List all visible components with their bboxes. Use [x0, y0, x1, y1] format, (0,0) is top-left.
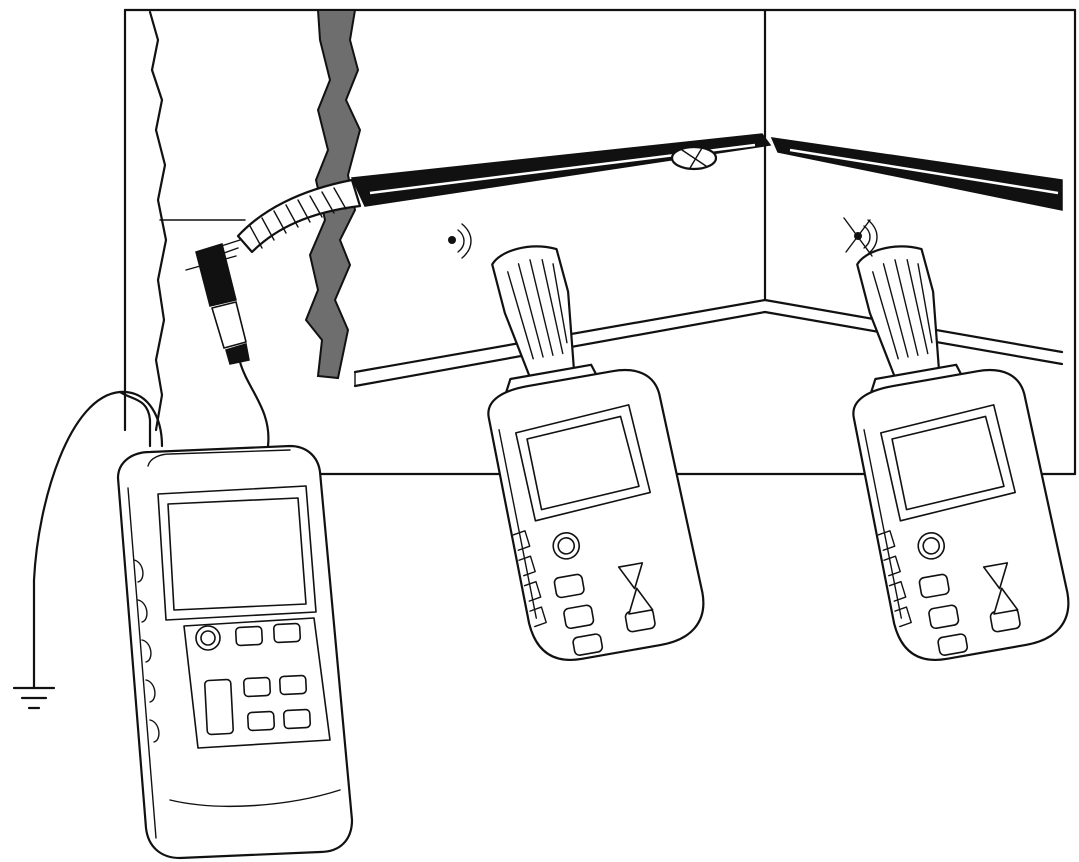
corrugated-conduit [236, 178, 362, 254]
baseboard-top [353, 298, 1064, 374]
transmitter-button-4[interactable] [278, 674, 308, 696]
alligator-clip [195, 243, 237, 307]
transmitter-button-3[interactable] [242, 676, 272, 698]
clip-boot [211, 301, 247, 349]
transmitter-screen [167, 497, 307, 611]
cable-fault-crack [681, 147, 707, 169]
transmitter-unit [116, 444, 354, 860]
signal-waves-icon [448, 223, 472, 259]
plaster-edge [148, 10, 168, 432]
transmitter-large-button[interactable] [204, 678, 234, 736]
receiver-unit-2 [824, 226, 1077, 669]
transmitter-grips [133, 559, 160, 743]
transmitter-button-6[interactable] [282, 708, 312, 730]
ground-lead [32, 390, 164, 690]
test-leads [32, 360, 270, 690]
ground-symbol-icon [12, 686, 56, 710]
room-walls [123, 8, 1077, 476]
transmitter-button-2[interactable] [272, 622, 302, 644]
lead-to-clip [238, 360, 270, 448]
transmitter-side-edge [127, 487, 157, 839]
receiver-unit-1 [459, 226, 712, 669]
cable-in-wall [185, 133, 1063, 271]
test-clip [195, 243, 250, 365]
baseboard-bottom [353, 310, 1064, 388]
fault-signal-icon [843, 217, 878, 257]
cable-right-run [770, 137, 1063, 211]
transmitter-button-1[interactable] [234, 625, 264, 647]
ground-lead-plug [118, 390, 152, 448]
transmitter-button-5[interactable] [246, 710, 276, 732]
